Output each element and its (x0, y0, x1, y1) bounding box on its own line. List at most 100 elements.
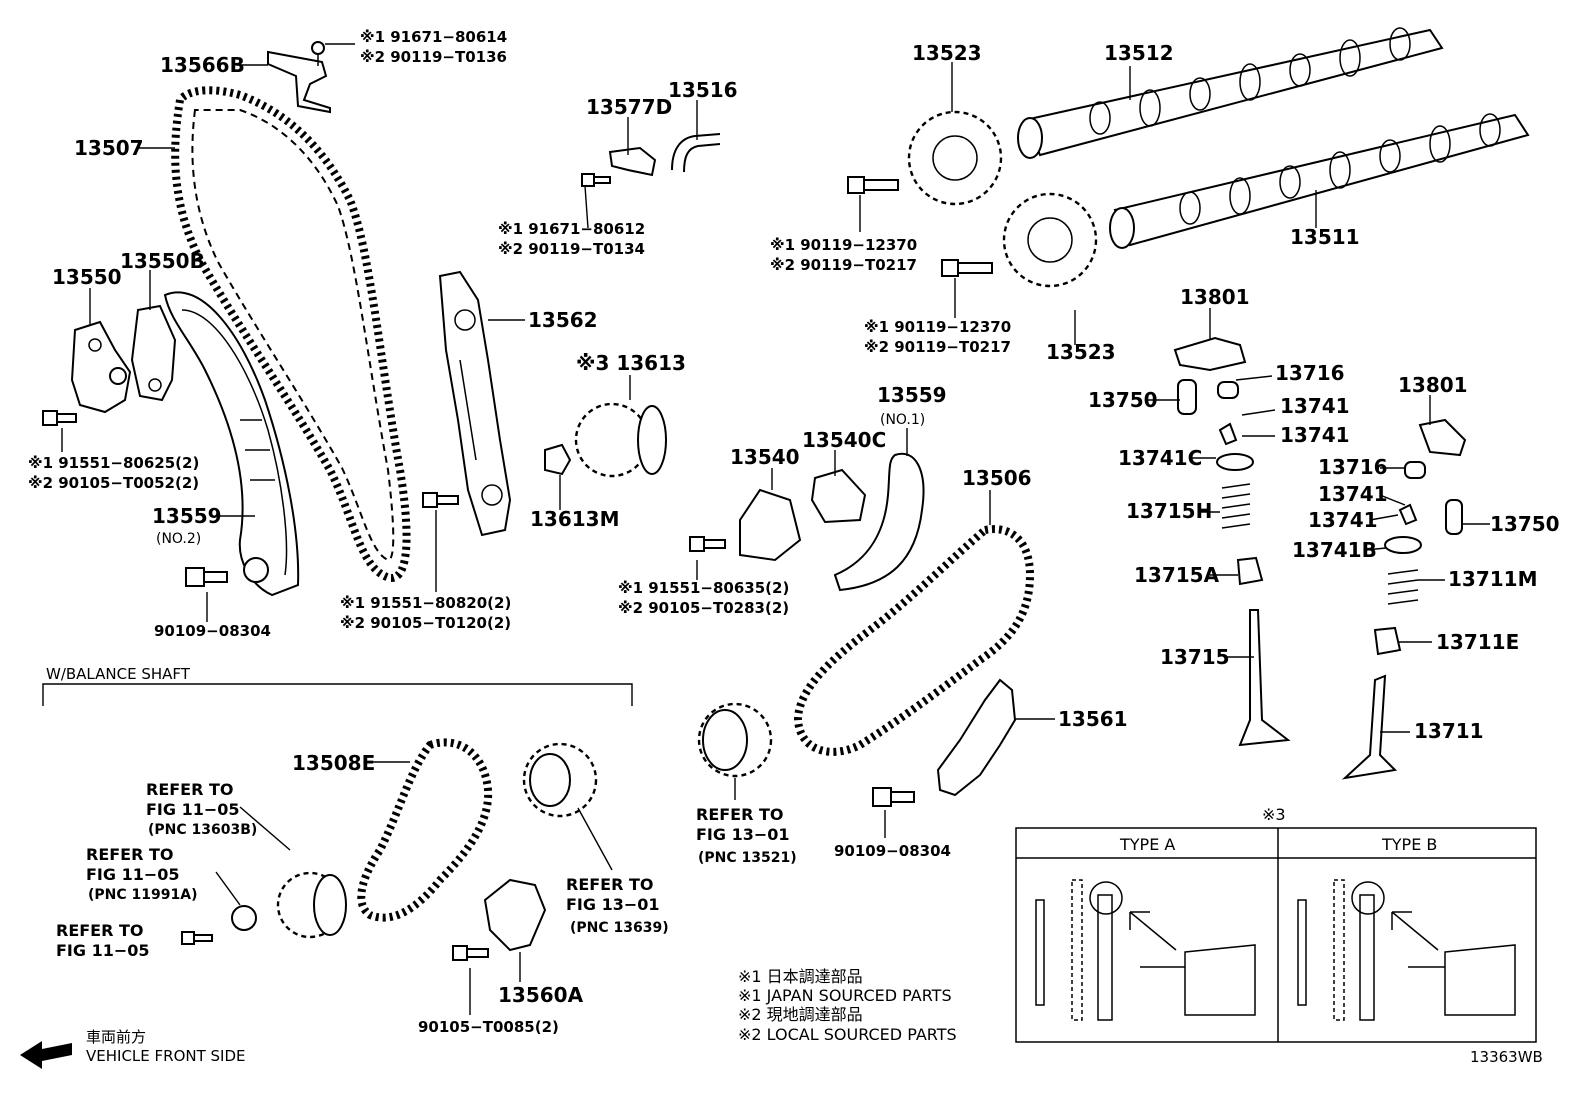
label-13559-no2: 13559 (152, 504, 222, 528)
chain-guide-13559-no1-drawing (833, 452, 925, 592)
type-inset-box (1015, 827, 1537, 1043)
label-13715H: 13715H (1126, 499, 1212, 523)
label-13741B: 13741B (1292, 538, 1377, 562)
label-13540: 13540 (730, 445, 800, 469)
refer-3-line2: FIG 11−05 (56, 941, 150, 960)
legend-line-3: ※2 現地調達部品 (738, 1005, 863, 1024)
bolt-code-4a: ※1 90119−12370 (864, 318, 1011, 336)
label-13741-a: 13741 (1280, 394, 1350, 418)
label-13613M: 13613M (530, 507, 619, 531)
front-direction-jp: 車両前方 (86, 1028, 146, 1046)
timing-chain-13507 (171, 86, 411, 582)
label-13561: 13561 (1058, 707, 1128, 731)
bolt-code-4b: ※2 90119−T0217 (864, 338, 1011, 356)
label-13508E: 13508E (292, 751, 375, 775)
label-13741-d: 13741 (1308, 508, 1378, 532)
timing-chain-inner (191, 109, 395, 562)
bracket-13566B-drawing (267, 41, 331, 114)
camshaft-13512-drawing (1017, 27, 1444, 159)
leader-lines (61, 43, 1490, 1015)
label-90109-right: 90109−08304 (834, 842, 951, 860)
refer-2-line1: REFER TO (86, 845, 174, 864)
label-13540C: 13540C (802, 428, 886, 452)
label-13507: 13507 (74, 136, 144, 160)
refer-2-line3: (PNC 11991A) (88, 887, 197, 903)
refer-5-line1: REFER TO (566, 875, 654, 894)
label-13550: 13550 (52, 265, 122, 289)
type-b-header: TYPE B (1381, 835, 1437, 854)
part-labels: 13566B 13507 ※1 91671−80614 ※2 90119−T01… (28, 28, 1560, 1066)
label-13716-left: 13716 (1275, 361, 1345, 385)
bolt-code-1a: ※1 91671−80614 (360, 28, 507, 46)
refer-1-line1: REFER TO (146, 780, 234, 799)
label-13711: 13711 (1414, 719, 1484, 743)
bolt-code-2b: ※2 90119−T0134 (498, 240, 645, 258)
chain-guide-13561-drawing (936, 678, 1017, 797)
label-13559-no1: 13559 (877, 383, 947, 407)
label-13559-no1-sub: (NO.1) (880, 412, 925, 428)
balance-washer-11991A (231, 905, 257, 931)
type-b-drawing (1297, 879, 1516, 1021)
label-13523-lower: 13523 (1046, 340, 1116, 364)
front-direction-en: VEHICLE FRONT SIDE (86, 1047, 246, 1065)
label-90105-T0085: 90105−T0085(2) (418, 1018, 559, 1036)
cam-sprocket-13523-upper (907, 110, 1003, 206)
bolt-code-3b: ※2 90119−T0217 (770, 256, 917, 274)
front-direction-arrow (20, 1041, 72, 1069)
label-13511: 13511 (1290, 225, 1360, 249)
label-13506: 13506 (962, 466, 1032, 490)
label-13711E: 13711E (1436, 630, 1519, 654)
refer-1-line3: (PNC 13603B) (148, 822, 257, 838)
bolt-code-2a: ※1 91671−80612 (498, 220, 645, 238)
label-13562: 13562 (528, 308, 598, 332)
label-13523-upper: 13523 (912, 41, 982, 65)
bolt-code-7b: ※2 90105−T0283(2) (618, 599, 789, 617)
label-13512: 13512 (1104, 41, 1174, 65)
label-13716-right: 13716 (1318, 455, 1388, 479)
label-13613: ※3 13613 (576, 351, 686, 375)
label-13559-no2-sub: (NO.2) (156, 531, 201, 547)
label-13715: 13715 (1160, 645, 1230, 669)
nut-13613M-drawing (544, 443, 572, 476)
label-13741-c: 13741 (1318, 482, 1388, 506)
label-13711M: 13711M (1448, 567, 1537, 591)
chain-tensioner-13550-drawing (70, 304, 177, 414)
legend-line-1: ※1 日本調達部品 (738, 967, 863, 986)
refer-1-line2: FIG 11−05 (146, 800, 240, 819)
balance-shaft-section-bracket (42, 683, 633, 706)
tensioner-13540-drawing (739, 488, 802, 562)
label-13577D: 13577D (586, 95, 672, 119)
bolt-code-6b: ※2 90105−T0120(2) (340, 614, 511, 632)
bolt-drawings (42, 173, 993, 961)
refer-4-line1: REFER TO (696, 805, 784, 824)
label-13566B: 13566B (160, 53, 245, 77)
refer-5-line3: (PNC 13639) (570, 920, 669, 936)
camshaft-13511-drawing (1109, 113, 1530, 249)
refer-5-line2: FIG 13−01 (566, 895, 660, 914)
chain-guide-13559-no2-drawing (163, 291, 300, 597)
timing-chain-13506 (793, 525, 1035, 756)
label-13560A: 13560A (498, 983, 584, 1007)
legend-line-2: ※1 JAPAN SOURCED PARTS (738, 986, 952, 1005)
refer-3-line1: REFER TO (56, 921, 144, 940)
label-13750-left: 13750 (1088, 388, 1158, 412)
bolt-code-1b: ※2 90119−T0136 (360, 48, 507, 66)
bracket-13577D-drawing (608, 133, 721, 177)
cam-sprocket-13523-lower (1002, 192, 1098, 288)
label-13741-b: 13741 (1280, 423, 1350, 447)
label-13516: 13516 (668, 78, 738, 102)
refer-4-line3: (PNC 13521) (698, 850, 797, 866)
bolt-code-5a: ※1 91551−80625(2) (28, 454, 199, 472)
balance-shaft-title: W/BALANCE SHAFT (46, 665, 191, 683)
bolt-code-3a: ※1 90119−12370 (770, 236, 917, 254)
note-3-marker: ※3 (1262, 805, 1286, 824)
label-13801-right: 13801 (1398, 373, 1468, 397)
label-13741C: 13741C (1118, 446, 1202, 470)
label-13550B: 13550B (120, 249, 205, 273)
balance-chain-13508E (357, 738, 493, 922)
tensioner-13560A-drawing (483, 878, 547, 952)
type-a-drawing (1035, 879, 1256, 1021)
chain-guide-13562-drawing (438, 270, 512, 537)
type-a-header: TYPE A (1119, 835, 1175, 854)
